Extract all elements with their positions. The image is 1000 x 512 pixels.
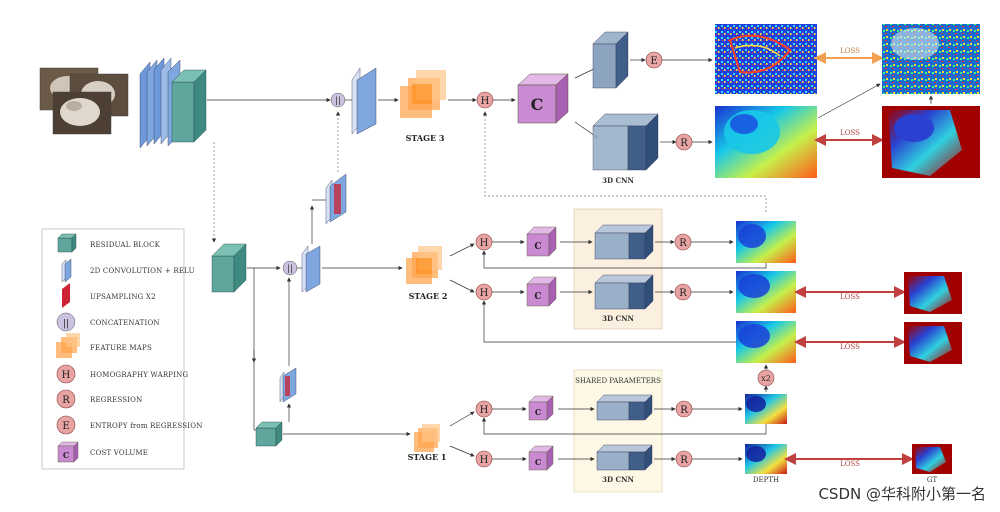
- cnn3d-s2b: [594, 274, 654, 310]
- gt-depth-map-s1: [912, 444, 952, 474]
- depth-map-s1b: [745, 444, 787, 474]
- depth-map-s2b: [736, 271, 796, 313]
- legend-homography-letter: H: [62, 370, 71, 381]
- homography-letter: H: [481, 96, 490, 107]
- depth-label: DEPTH: [753, 476, 779, 484]
- entropy-map: [715, 24, 817, 94]
- legend-regression-label: REGRESSION: [90, 396, 142, 404]
- homography-letter-s1a: H: [480, 405, 489, 416]
- cnn3d-top: [592, 113, 659, 171]
- cnn3d-s2a: [594, 224, 654, 260]
- depth-map-s2a: [736, 221, 796, 263]
- legend-concat-symbol: ||: [63, 319, 69, 329]
- legend-feature-icon: [56, 333, 80, 358]
- legend-conv-icon: [61, 258, 72, 283]
- shared-parameters-label: SHARED PARAMETERS: [575, 377, 661, 385]
- homography-letter-s1b: H: [480, 455, 489, 466]
- feature-maps-stage3: [400, 70, 446, 118]
- cost-volume-s1a: C: [528, 395, 554, 421]
- cost-volume-letter: C: [531, 95, 544, 114]
- cost-letter-s2b: C: [534, 292, 541, 302]
- legend-conv-label: 2D CONVOLUTION + RELU: [90, 267, 195, 275]
- legend-entropy-icon: [56, 415, 76, 435]
- feature-maps-stage2: [406, 246, 442, 284]
- cost-volume-s3: C: [517, 73, 569, 124]
- cost-letter-s1a: C: [535, 407, 541, 417]
- legend-concat-icon: [56, 312, 76, 332]
- cnn-entropy-branch: [592, 31, 629, 89]
- legend-upsample-icon: [62, 283, 70, 308]
- loss-label-s2a: LOSS: [840, 293, 860, 301]
- legend-entropy-letter: E: [62, 421, 69, 432]
- legend-homography-icon: [56, 364, 76, 384]
- residual-block-s2: [211, 243, 247, 293]
- cost-letter-s2a: C: [534, 242, 541, 252]
- legend-cost-label: COST VOLUME: [90, 449, 148, 457]
- conv-block-top: [351, 67, 377, 135]
- residual-block-s1: [255, 421, 283, 447]
- input-images: [39, 67, 129, 135]
- stage3-label: STAGE 3: [406, 133, 445, 143]
- cnn3d-s1a: [596, 394, 653, 421]
- upsample-block-s2: [325, 173, 347, 225]
- cost-letter-s1b: C: [535, 457, 541, 467]
- cnn3d-s1b: [596, 444, 653, 471]
- depth-map-s3: [715, 106, 817, 178]
- stage1-label: STAGE 1: [408, 452, 447, 462]
- gt-entropy-map: [882, 24, 980, 94]
- legend-concat-label: CONCATENATION: [90, 319, 160, 327]
- depth-map-s1a: [745, 394, 787, 424]
- legend-entropy-label: ENTROPY from REGRESSION: [90, 422, 203, 430]
- encoder-stack: [139, 57, 207, 149]
- cost-volume-s2b: C: [526, 276, 557, 307]
- legend-homography-label: HOMOGRAPHY WARPING: [90, 371, 188, 379]
- legend-cost-letter: C: [63, 450, 69, 460]
- conv-block-s2: [301, 245, 321, 293]
- legend-upsample-label: UPSAMPLING X2: [90, 293, 156, 301]
- concat-symbol: ||: [335, 96, 340, 105]
- upsample-block-s1: [279, 367, 297, 403]
- upsample-x2-node: [757, 369, 775, 387]
- gt-label: GT: [927, 476, 938, 484]
- legend-regression-letter: R: [62, 395, 70, 406]
- gt-depth-map-s3: [882, 106, 980, 178]
- entropy-letter: E: [650, 56, 657, 67]
- homography-letter-s2a: H: [480, 238, 489, 249]
- regression-letter: R: [680, 138, 688, 149]
- loss-label-s2b: LOSS: [840, 343, 860, 351]
- concat-symbol-s2: ||: [287, 264, 292, 273]
- stage2-label: STAGE 2: [409, 291, 448, 301]
- legend: RESIDUAL BLOCK 2D CONVOLUTION + RELU UPS…: [41, 228, 203, 470]
- legend-regression-icon: [56, 389, 76, 409]
- cnn3d-mid-label: 3D CNN: [602, 314, 634, 323]
- regression-letter-s1a: R: [680, 405, 688, 416]
- regression-letter-s2a: R: [679, 238, 687, 249]
- gt-depth-map-s2b: [904, 322, 962, 364]
- x2-label: x2: [761, 374, 771, 383]
- feature-maps-stage1: [414, 424, 440, 452]
- legend-residual-icon: [57, 233, 77, 253]
- homography-letter-s2b: H: [480, 288, 489, 299]
- loss-label-top: LOSS: [840, 47, 860, 55]
- legend-feature-label: FEATURE MAPS: [90, 344, 152, 352]
- loss-label-s3: LOSS: [840, 129, 860, 137]
- gt-depth-map-s2a: [904, 272, 962, 314]
- shared-panel-s1: [573, 369, 663, 493]
- cnn3d-bot-label: 3D CNN: [602, 475, 634, 484]
- legend-residual-label: RESIDUAL BLOCK: [90, 241, 161, 249]
- cost-volume-s1b: C: [528, 445, 554, 471]
- watermark: CSDN @华科附小第一名: [818, 485, 986, 503]
- depth-map-s2c: [736, 321, 796, 363]
- regression-letter-s2b: R: [679, 288, 687, 299]
- regression-letter-s1b: R: [680, 455, 688, 466]
- cost-volume-s2a: C: [526, 226, 557, 257]
- legend-cost-icon: C: [57, 441, 79, 463]
- loss-label-s1: LOSS: [840, 460, 860, 468]
- cnn3d-top-label: 3D CNN: [602, 176, 634, 185]
